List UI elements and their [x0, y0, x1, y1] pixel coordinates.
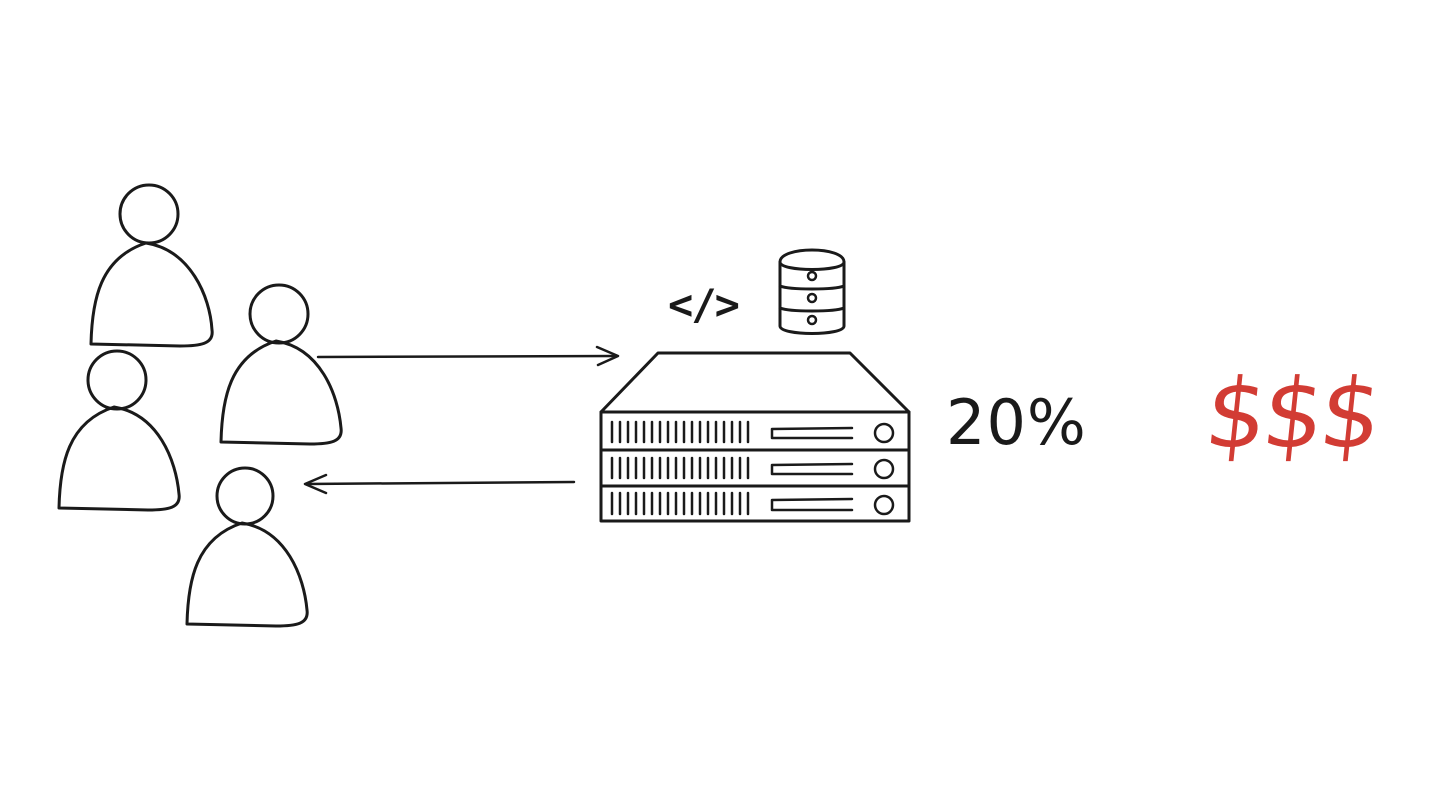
- cost-label: $$$: [1201, 366, 1382, 462]
- utilization-label: 20%: [946, 392, 1087, 454]
- users-group: [59, 185, 341, 626]
- server-unit: [612, 493, 893, 514]
- server-unit: [612, 458, 893, 478]
- server-unit: [612, 422, 893, 442]
- server-rack-icon: [601, 353, 909, 521]
- user-icon: [221, 285, 341, 444]
- user-icon: [91, 185, 212, 346]
- arrow-left-icon: [305, 475, 574, 493]
- user-icon: [59, 351, 179, 510]
- arrow-right-icon: [318, 347, 618, 365]
- database-icon: [780, 250, 844, 334]
- code-icon: </>: [668, 284, 738, 326]
- user-icon: [187, 468, 307, 626]
